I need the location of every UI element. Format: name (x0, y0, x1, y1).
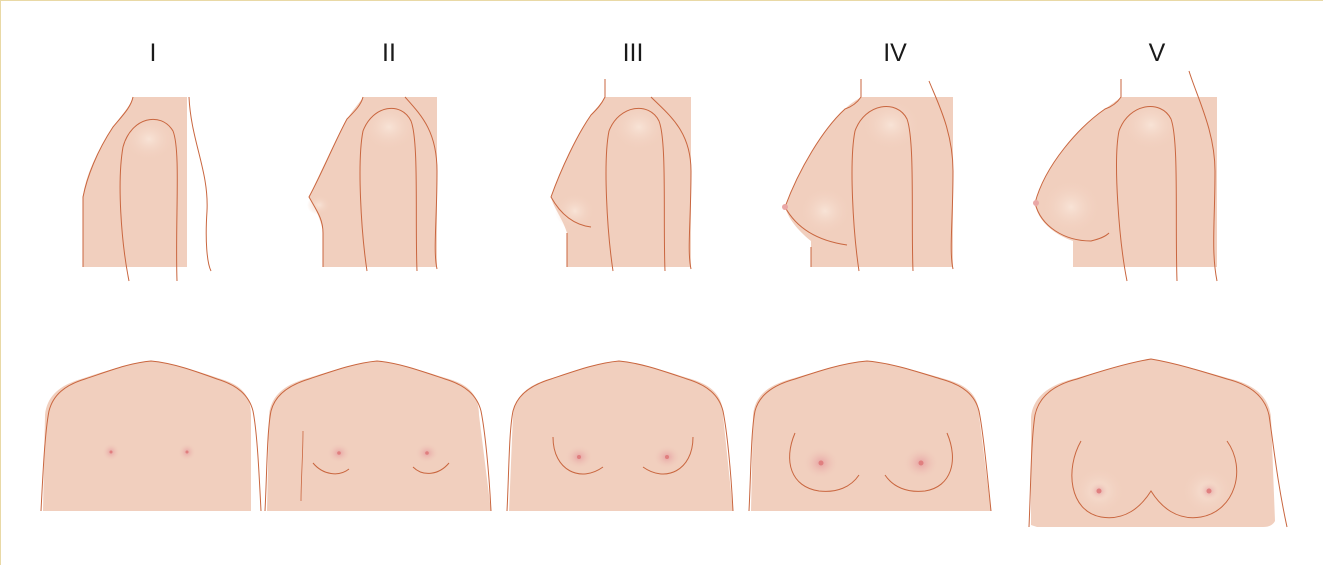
front-view-stage-3 (507, 361, 733, 511)
side-view-stage-4 (782, 79, 953, 271)
front-view-stage-5 (1029, 359, 1287, 527)
side-view-stage-2 (307, 97, 437, 271)
front-view-stage-1 (41, 361, 261, 511)
side-view-stage-3 (551, 79, 691, 271)
side-view-stage-5 (1033, 71, 1217, 281)
side-view-stage-1 (83, 97, 211, 281)
front-view-stage-4 (749, 361, 991, 511)
front-view-stage-2 (265, 361, 491, 511)
